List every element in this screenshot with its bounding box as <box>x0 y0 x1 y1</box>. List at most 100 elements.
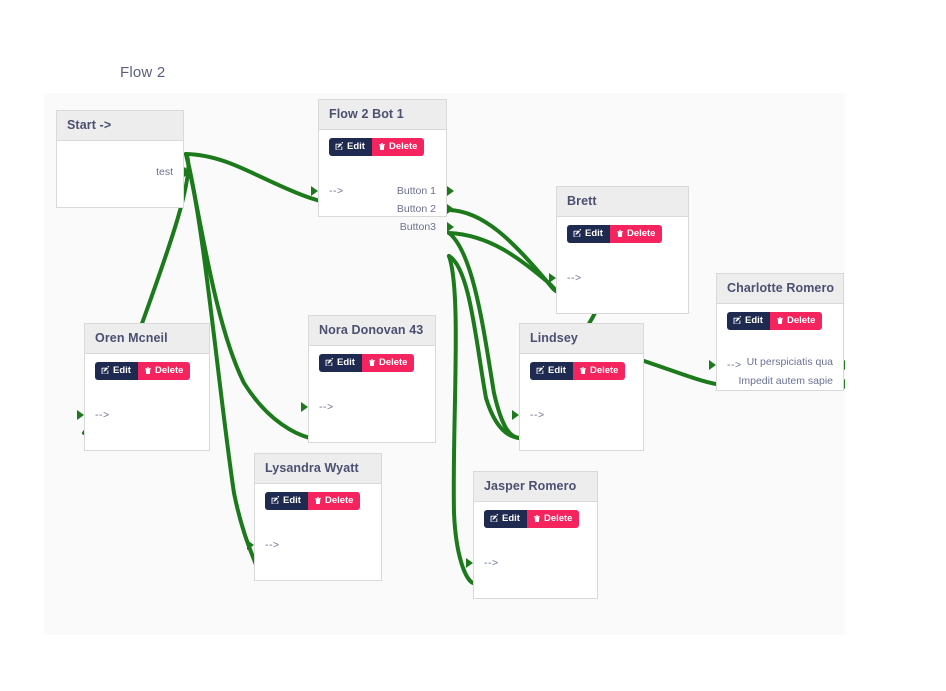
delete-button[interactable]: Delete <box>137 362 191 380</box>
input-port-arrow-icon <box>301 401 308 412</box>
node-bottom-spacer <box>85 424 209 450</box>
input-port-arrow-icon <box>549 272 556 283</box>
edit-button-label: Edit <box>337 357 355 368</box>
input-port-arrow-icon <box>247 539 254 550</box>
delete-button-label: Delete <box>378 357 408 368</box>
port-row: --> <box>77 406 209 424</box>
flow-edge <box>447 231 521 440</box>
node-action-row: Edit Delete <box>319 138 446 156</box>
node-title: Oren Mcneil <box>85 324 209 354</box>
input-port[interactable]: --> <box>549 269 582 287</box>
output-port-arrow-icon <box>447 221 454 232</box>
edit-button-label: Edit <box>745 315 763 326</box>
trash-icon <box>776 317 783 325</box>
input-port[interactable]: --> <box>77 406 110 424</box>
page-header: Flow 2 <box>44 20 845 93</box>
pencil-square-icon <box>573 229 582 238</box>
output-port[interactable]: Impedit autem sapie <box>717 375 845 394</box>
edit-button[interactable]: Edit <box>95 362 138 380</box>
node-body: Edit Delete --> <box>466 502 597 598</box>
output-port[interactable]: Button 2 <box>319 200 454 218</box>
pencil-square-icon <box>536 366 545 375</box>
trash-icon <box>616 230 623 238</box>
pencil-square-icon <box>325 358 334 367</box>
output-port[interactable]: Button3 <box>319 218 454 236</box>
delete-button[interactable]: Delete <box>361 354 415 372</box>
input-port[interactable]: --> <box>709 356 742 374</box>
node-title: Lysandra Wyatt <box>255 454 381 484</box>
edit-button[interactable]: Edit <box>329 138 372 156</box>
edit-button-label: Edit <box>283 495 301 506</box>
node-ports: --> <box>77 406 209 424</box>
edit-button[interactable]: Edit <box>727 312 770 330</box>
delete-button[interactable]: Delete <box>371 138 425 156</box>
node-title: Jasper Romero <box>474 472 597 502</box>
delete-button-label: Delete <box>388 141 418 152</box>
edit-button-label: Edit <box>502 513 520 524</box>
flow-node-start[interactable]: Start -> test <box>56 110 191 208</box>
node-action-row: Edit Delete <box>717 312 843 330</box>
node-title: Charlotte Romero <box>717 274 843 304</box>
trash-icon <box>144 367 151 375</box>
node-ports: --> <box>247 536 381 554</box>
input-port-arrow-icon <box>512 409 519 420</box>
delete-button-label: Delete <box>324 495 354 506</box>
delete-button[interactable]: Delete <box>307 492 361 510</box>
trash-icon <box>579 367 586 375</box>
edit-button[interactable]: Edit <box>319 354 362 372</box>
flow-edge <box>642 359 718 386</box>
delete-button[interactable]: Delete <box>769 312 823 330</box>
node-title: Start -> <box>57 111 183 141</box>
output-port-arrow-icon <box>184 167 191 177</box>
pencil-square-icon <box>335 142 344 151</box>
node-title: Lindsey <box>520 324 643 354</box>
delete-button[interactable]: Delete <box>572 362 626 380</box>
delete-button-label: Delete <box>543 513 573 524</box>
node-body: test <box>57 141 191 207</box>
node-ports: --> <box>549 269 688 287</box>
node-action-row: Edit Delete <box>474 510 597 528</box>
port-row: --> <box>466 554 597 572</box>
edit-button[interactable]: Edit <box>265 492 308 510</box>
delete-button[interactable]: Delete <box>526 510 580 528</box>
delete-button[interactable]: Delete <box>609 225 663 243</box>
port-row: --> <box>549 269 688 287</box>
input-port[interactable]: --> <box>311 182 344 200</box>
input-port-arrow-icon <box>466 557 473 568</box>
edit-button[interactable]: Edit <box>567 225 610 243</box>
pencil-square-icon <box>733 316 742 325</box>
input-port[interactable]: --> <box>512 406 545 424</box>
edit-button[interactable]: Edit <box>484 510 527 528</box>
output-port[interactable]: Ut perspiciatis qua <box>717 356 845 375</box>
output-port-arrow-icon <box>447 185 454 196</box>
input-port[interactable]: --> <box>466 554 499 572</box>
node-bottom-spacer <box>57 181 183 207</box>
output-port[interactable]: Button 1 <box>319 182 454 200</box>
output-port[interactable]: test <box>57 163 191 181</box>
trash-icon <box>368 359 375 367</box>
input-port[interactable]: --> <box>247 536 280 554</box>
edit-button[interactable]: Edit <box>530 362 573 380</box>
input-port[interactable]: --> <box>301 398 334 416</box>
node-action-row: Edit Delete <box>309 354 435 372</box>
